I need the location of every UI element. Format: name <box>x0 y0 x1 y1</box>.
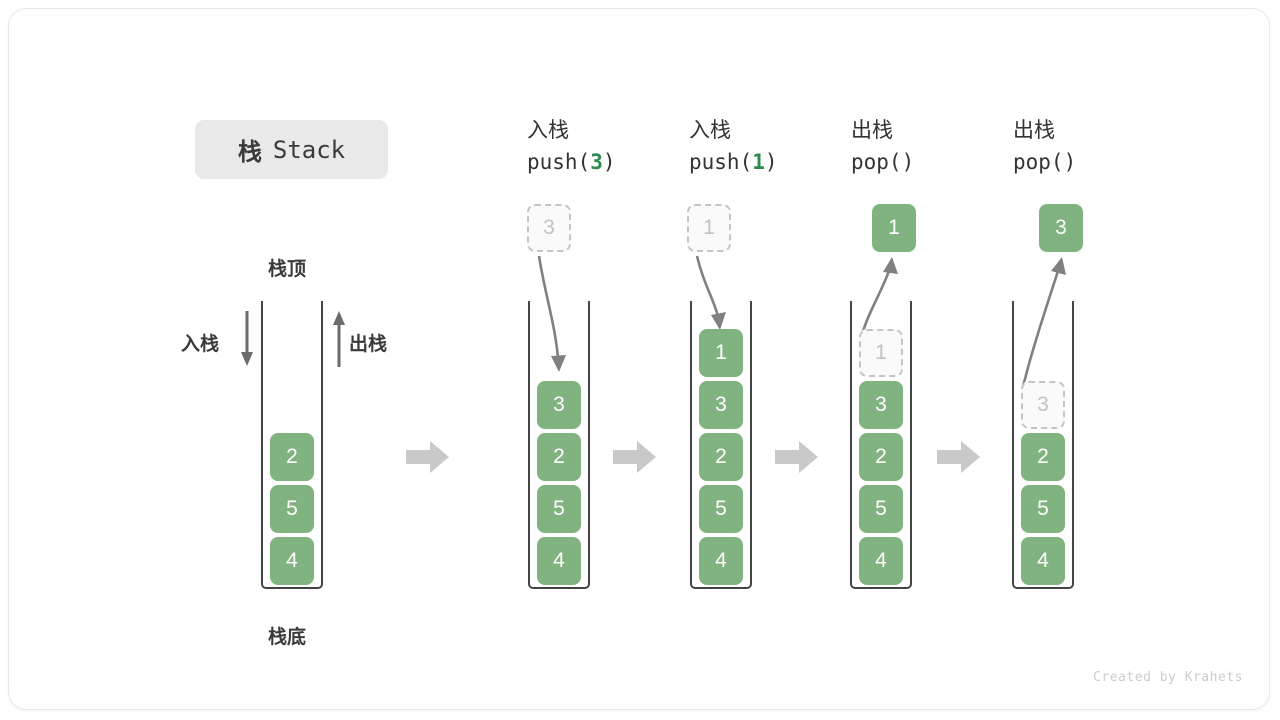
floating-popped-cell: 3 <box>1039 204 1083 252</box>
stack-top-label: 栈顶 <box>268 259 307 280</box>
stack-cell: 5 <box>699 485 743 533</box>
column-op-cn: 出栈 <box>1013 119 1055 142</box>
column-op-cn: 入栈 <box>689 119 731 142</box>
title-en: Stack <box>272 135 346 164</box>
floating-ghost-cell: 1 <box>687 204 731 252</box>
stack-cell: 2 <box>1021 433 1065 481</box>
column-op-code: push(1) <box>689 150 778 174</box>
footer-credit: Created by Krahets <box>1093 670 1243 685</box>
stack-walls <box>528 301 590 589</box>
column-op-code: push(3) <box>527 150 616 174</box>
stack-cell: 5 <box>270 485 314 533</box>
stack-cell: 3 <box>859 381 903 429</box>
stack-cell: 4 <box>537 537 581 585</box>
stack-cell: 4 <box>699 537 743 585</box>
stack-container-pop-1 <box>850 301 912 589</box>
stack-cell: 4 <box>859 537 903 585</box>
column-header-push-3: 入栈 push(3) <box>527 116 677 178</box>
stack-cell: 5 <box>1021 485 1065 533</box>
stack-walls <box>261 301 323 589</box>
stack-cell: 2 <box>537 433 581 481</box>
floating-popped-cell: 1 <box>872 204 916 252</box>
push-direction-label: 入栈 <box>181 334 220 355</box>
flow-arrow-icon <box>613 439 657 475</box>
stack-container-push-3 <box>528 301 590 589</box>
flow-arrow-icon <box>406 439 450 475</box>
pop-curve-arrow-icon <box>1017 257 1087 389</box>
stack-container-initial <box>261 301 323 589</box>
title-cn: 栈 <box>237 139 263 166</box>
flow-arrow-icon <box>775 439 819 475</box>
stack-walls <box>850 301 912 589</box>
stack-cell: 4 <box>1021 537 1065 585</box>
stack-cell: 3 <box>537 381 581 429</box>
column-header-pop-1: 出栈 pop() <box>851 116 1001 178</box>
stack-cell: 2 <box>270 433 314 481</box>
stack-cell-ghost: 1 <box>859 329 903 377</box>
stack-container-push-1 <box>690 301 752 589</box>
stack-cell: 5 <box>859 485 903 533</box>
column-op-code: pop() <box>1013 150 1077 174</box>
stack-cell: 2 <box>699 433 743 481</box>
column-header-push-1: 入栈 push(1) <box>689 116 839 178</box>
pop-direction-label: 出栈 <box>349 334 388 355</box>
column-op-cn: 入栈 <box>527 119 569 142</box>
push-direction-arrow-icon <box>237 309 257 369</box>
column-header-pop-2: 出栈 pop() <box>1013 116 1163 178</box>
stack-container-pop-2 <box>1012 301 1074 589</box>
push-curve-arrow-icon <box>529 254 589 384</box>
stack-cell-ghost: 3 <box>1021 381 1065 429</box>
push-curve-arrow-icon <box>689 254 749 344</box>
stack-walls <box>1012 301 1074 589</box>
column-op-cn: 出栈 <box>851 119 893 142</box>
stack-bottom-label: 栈底 <box>268 627 307 648</box>
pop-curve-arrow-icon <box>854 257 914 337</box>
column-op-code: pop() <box>851 150 915 174</box>
diagram-title-badge: 栈 Stack <box>195 120 388 179</box>
stack-walls <box>690 301 752 589</box>
stack-cell: 5 <box>537 485 581 533</box>
diagram-card: 栈 Stack 栈顶 栈底 入栈 出栈 2 5 4 入栈 push(3) 3 <box>8 8 1270 710</box>
stack-cell: 1 <box>699 329 743 377</box>
flow-arrow-icon <box>937 439 981 475</box>
pop-direction-arrow-icon <box>329 309 349 369</box>
stack-cell: 4 <box>270 537 314 585</box>
stack-cell: 3 <box>699 381 743 429</box>
stack-cell: 2 <box>859 433 903 481</box>
floating-ghost-cell: 3 <box>527 204 571 252</box>
